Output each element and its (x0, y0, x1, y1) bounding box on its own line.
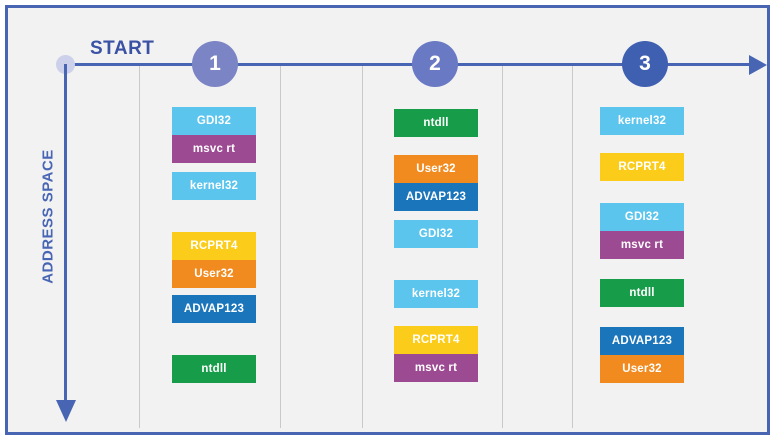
module-box-advap123[interactable]: ADVAP123 (172, 295, 256, 323)
start-label: START (90, 38, 155, 59)
module-box-user32[interactable]: User32 (172, 260, 256, 288)
module-box-kernel32[interactable]: kernel32 (394, 280, 478, 308)
lane-separator (572, 63, 573, 428)
module-box-rcprt4[interactable]: RCPRT4 (172, 232, 256, 260)
module-box-ntdll[interactable]: ntdll (394, 109, 478, 137)
address-space-arrow-icon (56, 400, 76, 422)
milestone-3[interactable]: 3 (622, 41, 668, 87)
lane-separator (280, 63, 281, 428)
module-box-rcprt4[interactable]: RCPRT4 (600, 153, 684, 181)
module-box-ntdll[interactable]: ntdll (600, 279, 684, 307)
module-box-msvc-rt[interactable]: msvc rt (600, 231, 684, 259)
lane-separator (362, 63, 363, 428)
module-box-msvc-rt[interactable]: msvc rt (172, 135, 256, 163)
lane-separator (502, 63, 503, 428)
module-box-gdi32[interactable]: GDI32 (600, 203, 684, 231)
module-box-advap123[interactable]: ADVAP123 (600, 327, 684, 355)
module-box-kernel32[interactable]: kernel32 (600, 107, 684, 135)
address-space-axis-line (64, 64, 67, 404)
module-box-advap123[interactable]: ADVAP123 (394, 183, 478, 211)
module-box-rcprt4[interactable]: RCPRT4 (394, 326, 478, 354)
timeline-axis-line (65, 63, 755, 66)
module-box-ntdll[interactable]: ntdll (172, 355, 256, 383)
module-box-gdi32[interactable]: GDI32 (172, 107, 256, 135)
module-box-user32[interactable]: User32 (600, 355, 684, 383)
milestone-1[interactable]: 1 (192, 41, 238, 87)
lane-separator (139, 63, 140, 428)
milestone-2[interactable]: 2 (412, 41, 458, 87)
timeline-arrow-icon (749, 55, 767, 75)
module-box-kernel32[interactable]: kernel32 (172, 172, 256, 200)
module-box-msvc-rt[interactable]: msvc rt (394, 354, 478, 382)
module-box-user32[interactable]: User32 (394, 155, 478, 183)
address-space-axis-label: ADDRESS SPACE (39, 149, 57, 284)
module-box-gdi32[interactable]: GDI32 (394, 220, 478, 248)
